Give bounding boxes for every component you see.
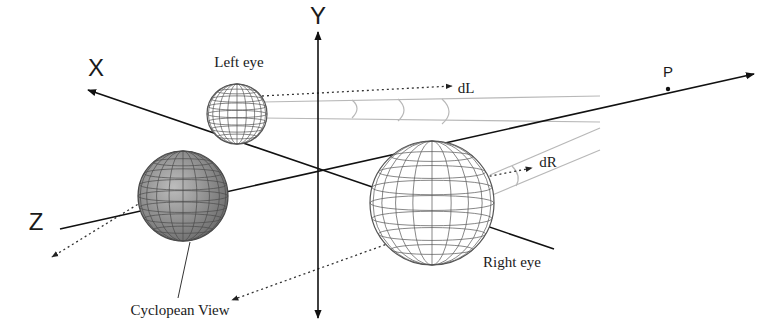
- sphere-parallel: [139, 202, 226, 212]
- sphere-outline: [138, 151, 228, 241]
- sphere-parallel: [207, 110, 267, 117]
- sphere-parallel: [138, 191, 228, 202]
- sphere-meridian: [213, 84, 262, 144]
- sphere-parallel: [153, 159, 213, 166]
- sphere-parallel: [139, 180, 226, 190]
- eye-label: Left eye: [214, 54, 264, 71]
- distance-label: dL: [458, 80, 475, 97]
- sphere-meridian: [413, 141, 451, 265]
- sphere-parallel: [372, 211, 492, 225]
- leader-line: [178, 242, 190, 298]
- axis-label: Z: [29, 209, 44, 235]
- sphere-parallel: [217, 134, 257, 139]
- axis-label: X: [88, 55, 104, 81]
- sphere-parallel: [211, 96, 263, 102]
- coordinate-axes: [60, 32, 754, 318]
- sphere-parallel: [370, 196, 494, 211]
- sphere-parallel: [378, 228, 485, 241]
- sphere-meridian: [183, 151, 184, 241]
- sphere-meridian: [169, 151, 197, 241]
- sphere-parallel: [144, 169, 222, 178]
- sphere-meridian: [432, 141, 433, 265]
- sphere-parallel: [211, 126, 263, 132]
- point-label: P: [663, 64, 673, 81]
- sphere-parallel: [372, 180, 492, 194]
- distance-label: dR: [539, 154, 557, 171]
- sphere-parallel: [391, 152, 473, 162]
- sphere: [207, 84, 267, 144]
- sphere-meridian: [147, 151, 220, 241]
- sphere-meridian: [237, 84, 238, 144]
- sphere-parallel: [208, 118, 266, 125]
- eye-spheres: [138, 84, 494, 265]
- sphere-meridian: [219, 84, 254, 144]
- sphere-meridian: [396, 141, 469, 265]
- sphere: [138, 151, 228, 241]
- sphere-meridian: [228, 84, 247, 144]
- sphere-parallel: [153, 226, 213, 233]
- sphere-meridian: [157, 151, 210, 241]
- sphere-outline: [370, 141, 494, 265]
- axis-label: Y: [310, 3, 326, 29]
- eye-label: Right eye: [481, 254, 543, 271]
- sphere: [370, 141, 494, 265]
- view-label: Cyclopean View: [130, 302, 229, 319]
- sphere-meridian: [208, 84, 265, 144]
- sphere-parallel: [391, 245, 473, 255]
- sphere-meridian: [140, 151, 226, 241]
- sphere-meridian: [382, 141, 482, 265]
- point-p-dot: [666, 87, 670, 91]
- distance-arrows: [52, 86, 532, 300]
- sphere-meridian: [373, 141, 491, 265]
- sphere-outline: [207, 84, 267, 144]
- sphere-parallel: [217, 89, 257, 94]
- sphere-parallel: [144, 214, 222, 223]
- sphere-parallel: [208, 103, 266, 110]
- sphere-parallel: [378, 166, 485, 179]
